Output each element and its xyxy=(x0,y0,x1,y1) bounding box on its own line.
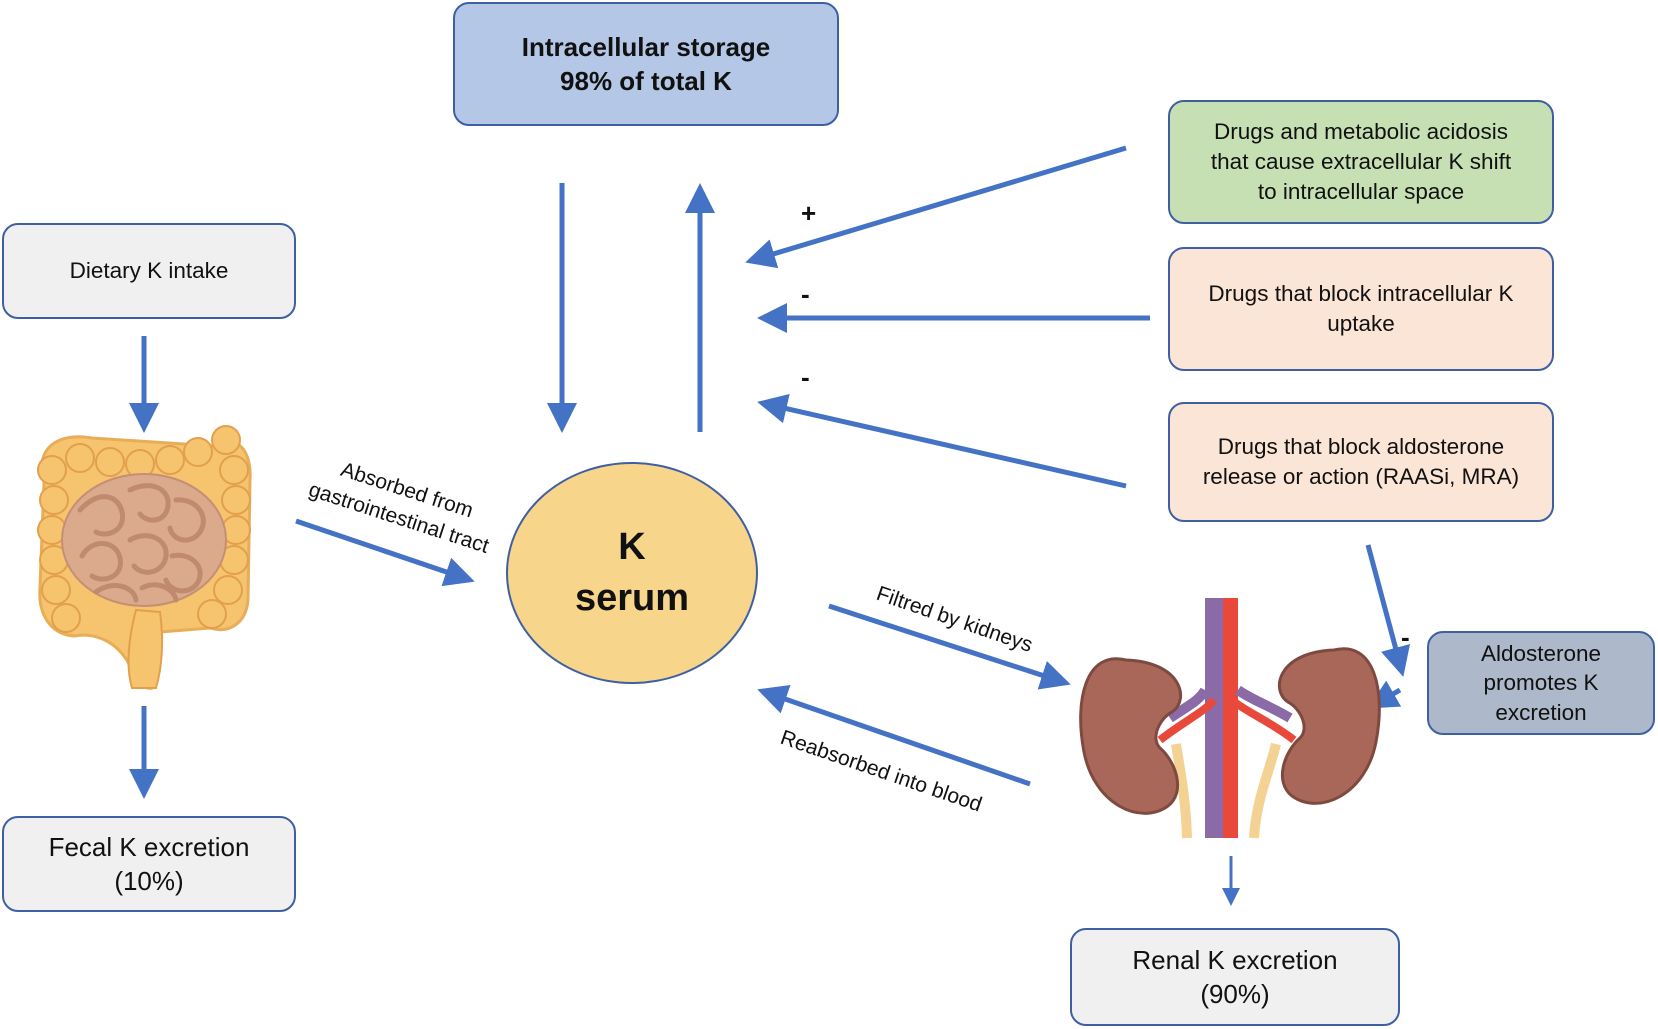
arrow-absorbed xyxy=(295,518,475,587)
drugs-block-uptake-line2: uptake xyxy=(1327,311,1395,336)
fecal-excretion-line1: Fecal K excretion xyxy=(48,831,250,862)
intestine-icon xyxy=(37,425,252,690)
drugs-block-aldosterone-line2: release or action (RAASi, MRA) xyxy=(1202,464,1520,489)
drugs-block-aldosterone-line1: Drugs that block aldosterone xyxy=(1217,434,1505,460)
drugs-block-uptake-line1: Drugs that block intracellular K xyxy=(1208,281,1514,307)
drugs-shift-line3: to intracellular space xyxy=(1257,178,1465,204)
fecal-excretion-box: Fecal K excretion (10%) xyxy=(2,816,296,912)
arrow-to-aldosterone-box xyxy=(1365,544,1411,677)
renal-excretion-line2: (90%) xyxy=(1200,979,1270,1009)
intracellular-storage-line1: Intracellular storage xyxy=(521,31,771,62)
drugs-block-uptake-box: Drugs that block intracellular K uptake xyxy=(1168,247,1554,371)
dietary-intake-label: Dietary K intake xyxy=(69,258,229,284)
k-serum-line2: serum xyxy=(574,577,690,619)
k-serum-circle: K serum xyxy=(506,462,758,684)
plus-sign-shift: + xyxy=(801,198,817,228)
minus-sign-aldo-promote: - xyxy=(1401,622,1410,652)
arrow-filtred xyxy=(828,603,1071,690)
drugs-shift-line1: Drugs and metabolic acidosis xyxy=(1214,119,1508,145)
drugs-shift-box: Drugs and metabolic acidosis that cause … xyxy=(1168,100,1554,224)
aldosterone-box: Aldosterone promotes K excretion xyxy=(1427,631,1655,735)
intracellular-storage-line2: 98% of total K xyxy=(560,66,732,96)
minus-sign-aldo-block: - xyxy=(801,362,810,392)
fecal-excretion-line2: (10%) xyxy=(114,866,184,896)
arrow-block-aldosterone xyxy=(757,393,1127,489)
kidneys-icon xyxy=(1079,598,1381,839)
k-serum-line1: K xyxy=(618,525,646,568)
aldosterone-line1: Aldosterone xyxy=(1480,641,1602,667)
dietary-intake-box: Dietary K intake xyxy=(2,223,296,319)
drugs-shift-line2: that cause extracellular K shift xyxy=(1210,149,1512,175)
drugs-block-aldosterone-box: Drugs that block aldosterone release or … xyxy=(1168,402,1554,522)
intracellular-storage-box: Intracellular storage 98% of total K xyxy=(453,2,839,126)
minus-sign-uptake: - xyxy=(801,279,810,309)
renal-excretion-box: Renal K excretion (90%) xyxy=(1070,928,1400,1026)
renal-excretion-line1: Renal K excretion xyxy=(1132,944,1338,975)
aldosterone-line2: promotes K xyxy=(1483,670,1599,696)
arrow-shift-drugs xyxy=(745,145,1127,269)
aldosterone-line3: excretion xyxy=(1495,699,1587,725)
arrow-reabsorbed xyxy=(757,685,1031,787)
